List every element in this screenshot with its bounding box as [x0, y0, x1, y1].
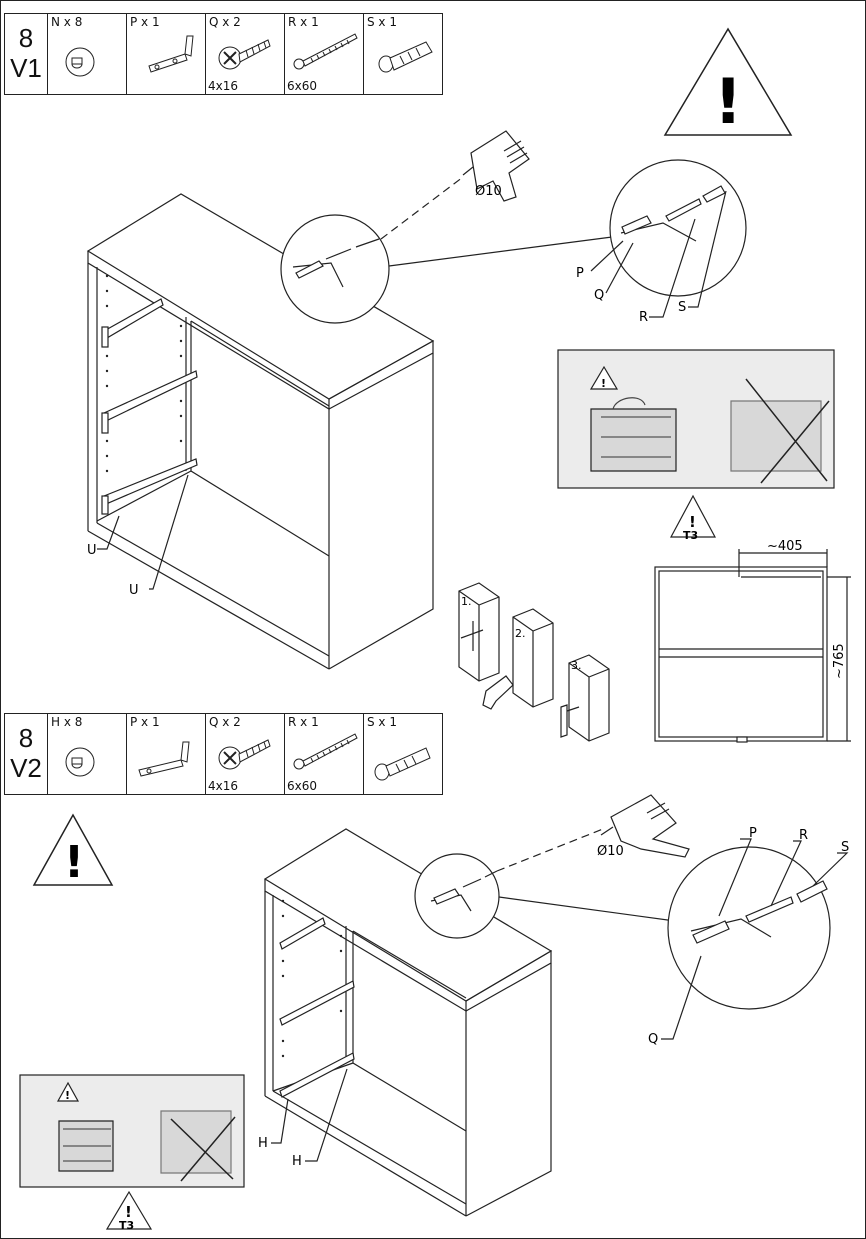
step-number-cell: 8 V2	[5, 714, 48, 794]
callout-u-2: U	[129, 583, 139, 598]
cam-dowel-icon	[65, 747, 95, 777]
long-screw-icon	[293, 733, 358, 770]
warning-triangle-icon-v2	[32, 813, 114, 886]
step-variant: V2	[10, 753, 42, 783]
part-label: N x 8	[51, 15, 83, 29]
part-label: P x 1	[130, 15, 160, 29]
drill-size-label-bottom: Ø10	[597, 844, 624, 859]
part-label: Q x 2	[209, 715, 241, 729]
warning-triangle-icon	[663, 27, 793, 136]
part-cell-q: Q x 2 4x16	[206, 14, 285, 94]
dimension-drawing	[654, 549, 851, 743]
wall-step-1	[458, 582, 500, 682]
callout-s-v2: S	[841, 840, 849, 855]
callout-p-v1: P	[576, 266, 584, 281]
t3-mark-v2: !	[125, 1203, 132, 1221]
photo-warning-mark-v1: !	[601, 377, 606, 390]
detail-circle-v2-large	[661, 838, 849, 1040]
hole-dots-v1	[105, 274, 183, 473]
part-size: 6x60	[287, 779, 318, 793]
part-cell-n: N x 8	[48, 14, 127, 94]
callout-s-v1: S	[678, 300, 686, 315]
drill-guide-line-v2	[496, 828, 604, 872]
callout-u-1: U	[87, 543, 97, 558]
part-label: H x 8	[51, 715, 83, 729]
callout-h-2: H	[292, 1154, 302, 1169]
warning-photo-panel-v1	[557, 349, 835, 489]
part-label: R x 1	[288, 15, 319, 29]
step-number-cell: 8 V1	[5, 14, 48, 94]
photo-warning-mark-v2: !	[65, 1089, 70, 1102]
part-size: 4x16	[208, 79, 239, 93]
dimension-height-label: ~765	[832, 643, 847, 679]
step-number: 8	[18, 723, 34, 754]
part-cell-s: S x 1	[364, 14, 442, 94]
part-cell-p: P x 1	[127, 14, 206, 94]
t3-warning-icon-v1	[669, 494, 717, 538]
callout-r-v2: R	[799, 828, 808, 843]
callout-p-v2: P	[749, 826, 757, 841]
part-cell-q: Q x 2 4x16	[206, 714, 285, 794]
wall-step-label-3: 3.	[571, 659, 582, 672]
wall-plug-icon	[378, 41, 433, 73]
wall-step-label-1: 1.	[461, 595, 472, 608]
part-label: Q x 2	[209, 15, 241, 29]
part-cell-s: S x 1	[364, 714, 442, 794]
parts-table-v1: 8 V1 N x 8 P x 1 Q x 2 4x16 R x 1 6x60 S…	[4, 13, 443, 95]
part-cell-h: H x 8	[48, 714, 127, 794]
drill-size-label-top: Ø10	[475, 184, 502, 199]
dimension-width-label: ~405	[767, 539, 803, 554]
t3-label-v1: T3	[683, 529, 698, 542]
warning-mark-bottom: !	[64, 837, 84, 888]
callout-r-v1: R	[639, 310, 648, 325]
zoom-connector-line-v2	[498, 896, 676, 922]
detail-circle-v2-small	[414, 853, 500, 939]
long-screw-icon	[293, 33, 358, 70]
wall-step-3	[560, 654, 610, 742]
t3-mark-v1: !	[689, 513, 696, 531]
step-number: 8	[18, 23, 34, 54]
drill-guide-line	[380, 176, 464, 240]
part-size: 6x60	[287, 79, 318, 93]
part-cell-p: P x 1	[127, 714, 206, 794]
step-variant: V1	[10, 53, 42, 83]
drill-icon	[462, 130, 530, 202]
t3-label-v2: T3	[119, 1219, 134, 1232]
warning-photo-panel-v2	[19, 1074, 245, 1188]
short-screw-icon	[218, 739, 271, 770]
wall-step-2	[482, 608, 554, 710]
t3-warning-icon-v2	[105, 1190, 153, 1230]
angle-bracket-icon	[138, 741, 190, 777]
part-label: S x 1	[367, 15, 397, 29]
drill-icon-v2	[600, 794, 690, 858]
angle-bracket-icon	[148, 35, 194, 73]
callout-h-1: H	[258, 1136, 268, 1151]
part-cell-r: R x 1 6x60	[285, 714, 364, 794]
hole-dots-v2	[281, 899, 343, 1058]
warning-mark-top: !	[714, 65, 742, 138]
detail-circle-v1-large	[590, 159, 747, 318]
wall-step-label-2: 2.	[515, 627, 526, 640]
cam-dowel-icon	[65, 47, 95, 77]
part-label: R x 1	[288, 715, 319, 729]
cabinet-v2	[263, 828, 553, 1217]
callout-q-v2: Q	[648, 1032, 658, 1047]
detail-circle-v1-small	[280, 214, 390, 324]
zoom-connector-line	[388, 236, 613, 267]
cabinet-v1	[86, 193, 435, 670]
callout-q-v1: Q	[594, 288, 604, 303]
part-cell-r: R x 1 6x60	[285, 14, 364, 94]
part-size: 4x16	[208, 779, 239, 793]
part-label: S x 1	[367, 715, 397, 729]
wall-plug-icon	[374, 747, 431, 781]
part-label: P x 1	[130, 715, 160, 729]
parts-table-v2: 8 V2 H x 8 P x 1 Q x 2 4x16 R x 1 6x60 S…	[4, 713, 443, 795]
short-screw-icon	[218, 39, 271, 70]
